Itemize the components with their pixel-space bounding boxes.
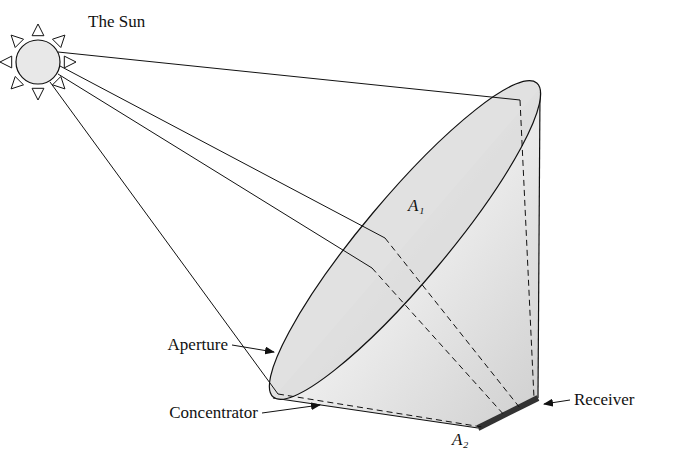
concentrated-rays (278, 100, 534, 427)
sun-ray-triangle (32, 88, 44, 100)
area-label: A₁ (408, 196, 424, 216)
sun-ray-triangle (11, 77, 23, 89)
sun-ray-triangle (32, 24, 44, 36)
sun-label: The Sun (88, 12, 145, 32)
receiver-strip (478, 398, 538, 428)
sun-ray-triangle (64, 56, 76, 68)
leader-arrow (544, 400, 570, 404)
concentrator-label: Concentrator (169, 403, 258, 423)
sun-ray-triangle (53, 77, 65, 89)
sun-ray-triangle (53, 35, 65, 47)
sun-symbol (0, 24, 76, 100)
sun-rays (50, 52, 520, 394)
receiver-label: Receiver (574, 390, 634, 410)
cone-edge (538, 92, 540, 398)
leader-arrow (262, 405, 320, 413)
sun-ray-triangle (11, 35, 23, 47)
sun-ray-triangle (0, 56, 12, 68)
cone-edge (273, 398, 478, 428)
aperture-ellipse (241, 56, 569, 424)
aperture-label: Aperture (168, 335, 228, 355)
leader-arrow (232, 345, 274, 352)
area-label: A₂ (452, 430, 468, 450)
